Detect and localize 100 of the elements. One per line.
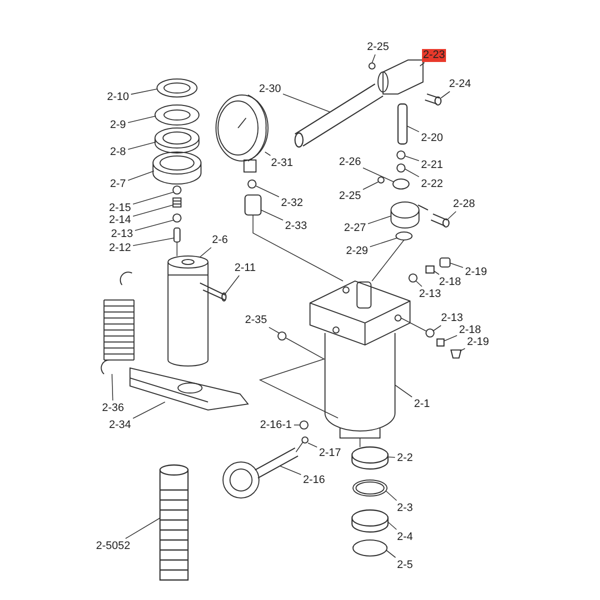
leader-line [132, 402, 166, 419]
callout-number: 2-16 [302, 474, 326, 486]
callout-number: 2-6 [211, 234, 229, 246]
seal [392, 178, 410, 190]
ball [377, 176, 385, 184]
ball [172, 213, 182, 223]
callout-number: 2-15 [108, 202, 132, 214]
rod [397, 103, 408, 145]
screw [439, 257, 451, 268]
washer [247, 179, 257, 189]
leader-line [132, 192, 174, 204]
leader-line [404, 168, 420, 178]
handle-tube [294, 83, 384, 148]
spring [425, 265, 435, 274]
ring-drawing [152, 152, 202, 184]
leader-line [432, 325, 442, 332]
callout-number: 2-20 [420, 132, 444, 144]
leader-line [370, 238, 398, 248]
leader-line [256, 186, 280, 198]
pressure-gauge-drawing [216, 94, 268, 172]
leader-line [134, 220, 174, 231]
leader-line [388, 456, 396, 458]
callout-number: 2-10 [106, 90, 130, 104]
callout-number: 2-36 [101, 402, 126, 414]
callout-number: 2-1 [413, 398, 431, 410]
ball [425, 328, 435, 338]
leader-line [112, 374, 114, 401]
leader-line [280, 466, 302, 475]
callout-number: 2-5 [396, 558, 414, 572]
leader-line [308, 442, 318, 448]
pin [173, 227, 181, 243]
callout-number: 2-16-1 [259, 418, 293, 432]
leader-line [128, 170, 154, 181]
callout-number: 2-3 [396, 502, 414, 514]
callout-number: 2-13 [418, 288, 442, 300]
callout-number: 2-30 [258, 82, 282, 96]
leader-line [404, 156, 420, 162]
leader-line [125, 518, 160, 539]
screw [450, 349, 462, 359]
leader-line [130, 88, 158, 95]
leader-line [128, 142, 156, 150]
leader-line [372, 54, 376, 64]
leader-line [128, 116, 156, 123]
ring-drawing [351, 509, 389, 533]
ring-drawing [351, 446, 389, 470]
leader-line [406, 126, 420, 132]
leader-line [260, 210, 284, 220]
assembly-line [252, 214, 344, 282]
pump-body-drawing [310, 280, 410, 438]
callout-number: 2-4 [396, 530, 414, 544]
ball [301, 436, 309, 444]
plunger-drawing [168, 256, 208, 366]
leader-line [416, 280, 422, 287]
callout-number: 2-27 [343, 222, 368, 234]
callout-number: 2-31 [270, 156, 294, 170]
callout-number: 2-13 [110, 228, 134, 240]
leader-line [200, 247, 212, 258]
spring [436, 338, 445, 347]
callout-number: 2-12 [108, 242, 132, 254]
callout-number: 2-19 [466, 336, 490, 348]
o-ring-drawing [352, 480, 388, 496]
seal-ring-drawing [154, 128, 200, 154]
leader-line [434, 270, 440, 275]
assembly-line [176, 242, 178, 256]
callout-number: 2-26 [338, 156, 362, 168]
leader-line [368, 216, 392, 224]
callout-number: 2-28 [452, 198, 476, 210]
callout-number: 2-18 [458, 324, 482, 336]
callout-number: 2-11 [234, 262, 257, 274]
leader-line [132, 238, 174, 246]
leader-line [394, 384, 412, 398]
assembly-line [400, 318, 426, 332]
leader-line [450, 262, 464, 268]
callout-number: 2-18 [438, 276, 462, 288]
callout-number: 2-25 [366, 40, 390, 54]
callout-number: 2-35 [244, 314, 268, 326]
assembly-line [372, 240, 404, 282]
callout-number: 2-22 [420, 178, 444, 190]
callout-number: 2-32 [280, 196, 304, 210]
leader-line [282, 94, 330, 112]
callout-number: 2-24 [448, 78, 472, 90]
callout-number: 2-19 [464, 266, 488, 278]
plug [277, 331, 287, 341]
assembly-line [258, 338, 338, 418]
leader-line [224, 275, 240, 294]
leader-line [294, 424, 300, 426]
o-ring [352, 539, 388, 557]
leader-line [440, 91, 450, 98]
release-knob-drawing [222, 448, 298, 498]
callout-number: 2-34 [108, 418, 132, 432]
lever-drawing [130, 367, 249, 411]
extension-screw-drawing [159, 464, 189, 581]
callout-number: 2-2 [396, 452, 414, 464]
ball [299, 420, 309, 430]
spring-drawing [172, 198, 182, 208]
leader-line [388, 522, 397, 530]
callout-number: 2-23 [422, 48, 446, 62]
callout-number: 2-29 [345, 244, 370, 258]
callout-number: 2-21 [420, 158, 444, 172]
leader-line [420, 62, 425, 66]
